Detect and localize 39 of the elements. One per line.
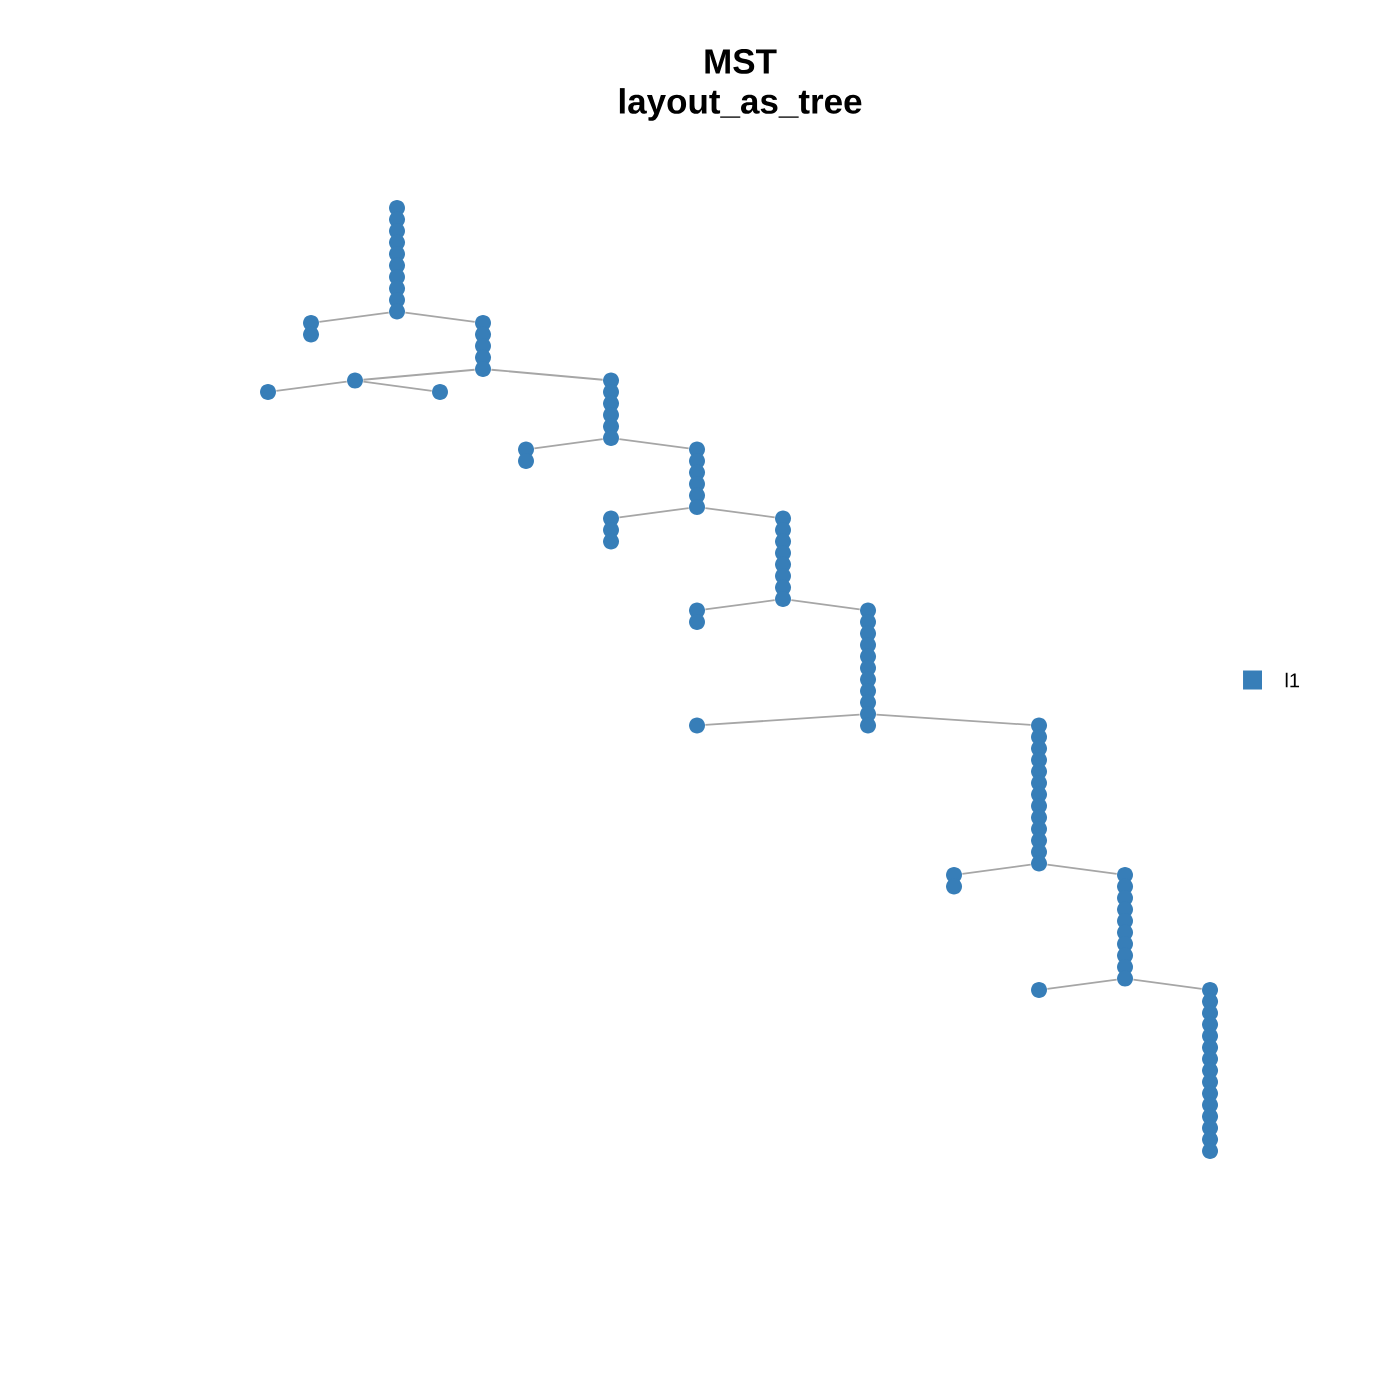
node-dot — [1117, 970, 1133, 987]
tree-edge — [790, 599, 861, 611]
node-dot — [518, 453, 534, 469]
tree-edge — [961, 863, 1032, 875]
node-dot — [946, 878, 962, 895]
node-dot — [603, 533, 619, 550]
node-dot — [475, 361, 491, 377]
node-dot — [1202, 1143, 1219, 1159]
node-dot — [1031, 982, 1047, 998]
legend-label: l1 — [1285, 672, 1300, 688]
tree-edge — [704, 713, 861, 726]
tree-edge — [875, 713, 1032, 726]
tree-edge — [533, 438, 604, 450]
tree-edge — [618, 438, 690, 450]
tree-edge — [362, 380, 433, 392]
node-dot — [1031, 855, 1047, 872]
node-dot — [689, 717, 705, 734]
node-dot — [689, 614, 705, 630]
node-dot — [260, 384, 276, 400]
node-dot — [389, 303, 405, 320]
node-dot — [775, 591, 791, 607]
title: MST layout_as_tree — [619, 49, 862, 121]
tree-edge — [490, 368, 604, 381]
tree-edge — [362, 368, 476, 381]
tree-edge — [1132, 978, 1203, 990]
node-dot — [603, 430, 619, 446]
tree-edge — [618, 507, 690, 519]
node-dot — [860, 717, 876, 734]
tree-edge — [1046, 863, 1118, 875]
node-dot — [303, 326, 319, 343]
node-dot — [347, 372, 363, 389]
tree-edge — [704, 507, 776, 519]
tree-edge — [1046, 978, 1118, 990]
node-dot — [689, 499, 705, 515]
node-dot — [432, 384, 448, 400]
tree-edge — [275, 380, 348, 392]
tree-edge — [704, 599, 776, 611]
tree-edge — [318, 311, 390, 323]
tree-edge — [404, 311, 476, 323]
